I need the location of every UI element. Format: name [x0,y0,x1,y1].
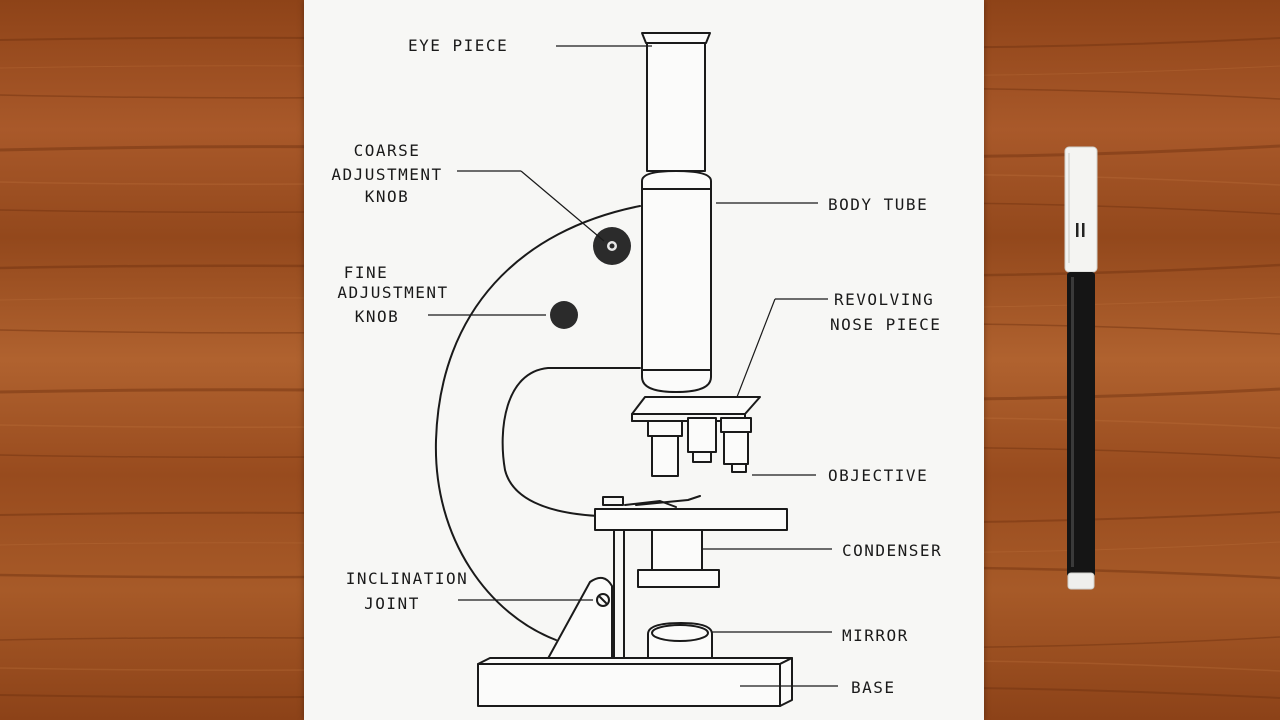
eye-piece-tube [646,42,706,172]
label-condenser: CONDENSER [842,541,942,560]
label-revolving-nose-piece-line2: NOSE PIECE [830,315,941,334]
label-coarse-adjustment-line1: COARSE [354,141,421,160]
fine-adjustment-knob [550,301,578,329]
mirror [647,622,713,667]
label-mirror: MIRROR [842,626,909,645]
label-inclination-joint-line2: JOINT [364,594,420,613]
objective-lenses [647,417,752,477]
base [477,663,781,707]
label-eye-piece: EYE PIECE [408,36,508,55]
eye-piece-rim [641,32,711,44]
condenser-base [637,569,720,588]
condenser [651,529,703,571]
stage [594,508,788,531]
label-fine-adjustment-line1: FINE [344,263,389,282]
label-coarse-adjustment-line3: KNOB [365,187,410,206]
stage-clips [602,495,701,508]
label-fine-adjustment-line3: KNOB [355,307,400,326]
body-tube [641,170,712,393]
marker-pen [1064,146,1098,590]
label-body-tube: BODY TUBE [828,195,928,214]
inclination-joint-support [544,576,613,665]
label-objective: OBJECTIVE [828,466,928,485]
leader-lines [428,45,838,687]
microscope-arm-inner [501,367,641,517]
base-side [779,657,793,707]
marker-end-cap [1067,572,1095,590]
label-coarse-adjustment-line2: ADJUSTMENT [331,165,442,184]
revolving-nose-piece [631,396,761,415]
label-base: BASE [851,678,896,697]
microscope-arm [434,205,641,641]
label-inclination-joint-line1: INCLINATION [346,569,468,588]
label-revolving-nose-piece-line1: REVOLVING [834,290,934,309]
label-fine-adjustment-line2: ADJUSTMENT [337,283,448,302]
